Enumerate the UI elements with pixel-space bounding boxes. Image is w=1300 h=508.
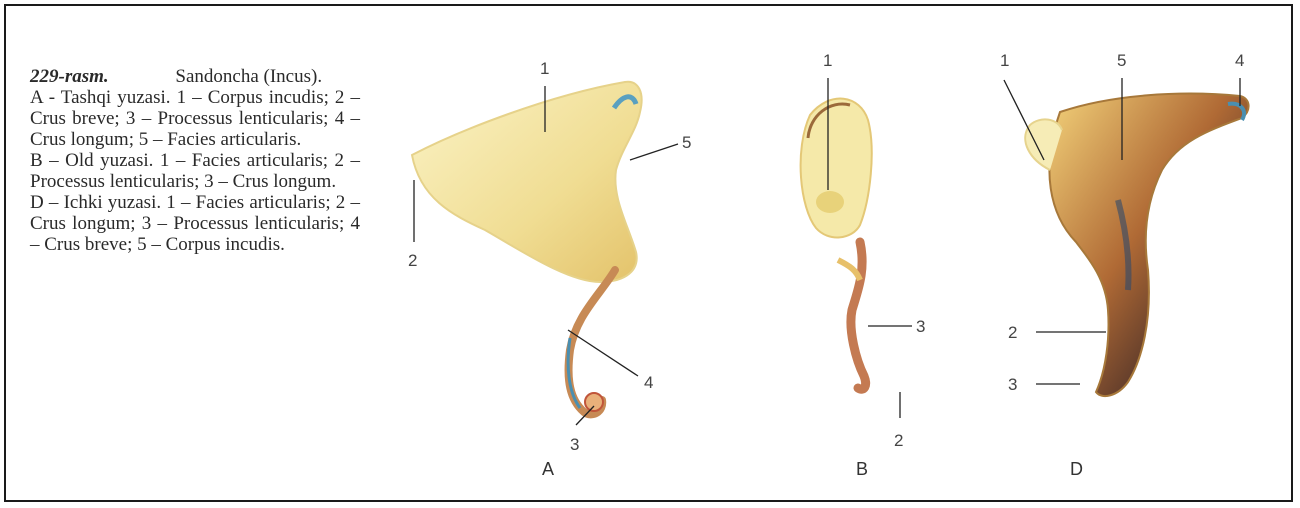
view-d-drawing <box>1024 92 1250 398</box>
view-d-leader-lines <box>1003 78 1241 385</box>
caption-name: Sandoncha (Incus). <box>175 66 323 87</box>
view-d-label-2: 2 <box>1008 323 1017 342</box>
caption-view-b: B – Old yuzasi. 1 – Facies articularis; … <box>30 150 360 192</box>
view-d-label-3: 3 <box>1008 375 1017 394</box>
view-d-label-5: 5 <box>1117 51 1126 70</box>
view-a-drawing <box>410 80 643 419</box>
view-d-letter: D <box>1070 459 1083 479</box>
view-a-leader-lines <box>413 86 679 426</box>
view-d-label-1: 1 <box>1000 51 1009 70</box>
view-a-label-1: 1 <box>540 59 549 78</box>
caption-view-d: D – Ichki yuzasi. 1 – Facies articularis… <box>30 192 360 255</box>
caption-view-a: A - Tashqi yuzasi. 1 – Corpus incudis; 2… <box>30 87 360 150</box>
view-a-label-4: 4 <box>644 373 653 392</box>
view-b-label-2: 2 <box>894 431 903 450</box>
view-a-label-3: 3 <box>570 435 579 454</box>
caption-title: 229-rasm. <box>30 66 109 87</box>
view-b-drawing <box>799 97 873 394</box>
view-b-letter: B <box>856 459 868 479</box>
figure-frame <box>4 4 1293 502</box>
view-a-label-2: 2 <box>408 251 417 270</box>
view-a-label-5: 5 <box>682 133 691 152</box>
view-d-label-4: 4 <box>1235 51 1244 70</box>
view-b-leader-lines <box>827 78 912 418</box>
incus-drawings: 1 2 3 4 5 A 1 3 2 B <box>408 51 1250 479</box>
incus-illustration: 1 2 3 4 5 A 1 3 2 B <box>390 20 1290 500</box>
figure-caption: 229-rasm. Sandoncha (Incus). A - Tashqi … <box>30 66 360 255</box>
view-b-label-3: 3 <box>916 317 925 336</box>
view-b-label-1: 1 <box>823 51 832 70</box>
view-a-letter: A <box>542 459 554 479</box>
